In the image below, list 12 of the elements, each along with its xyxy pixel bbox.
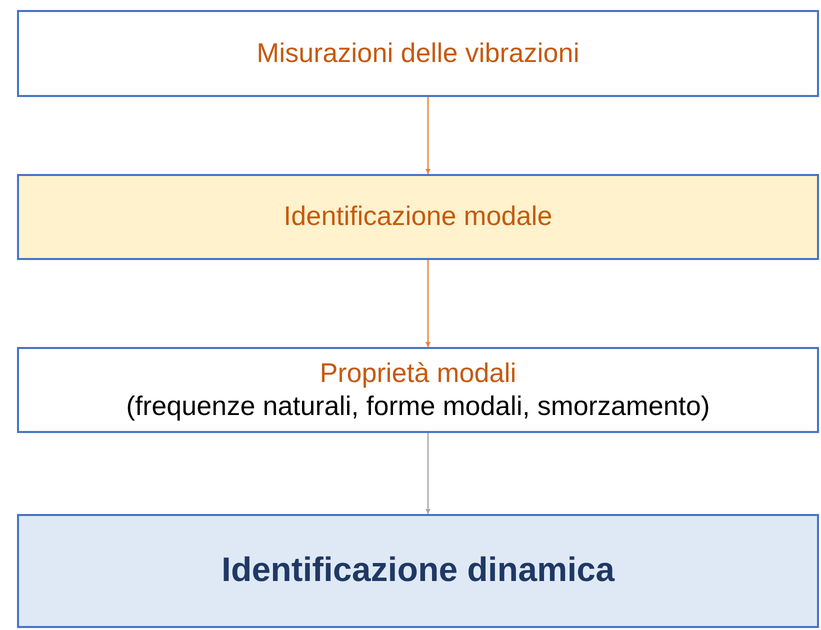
box-label: Identificazione dinamica [222,551,614,591]
arrow [425,97,431,174]
box-label: Proprietà modali [320,358,516,389]
process-box [17,514,819,628]
process-box [17,174,819,260]
process-box [17,347,819,433]
arrow [425,433,431,514]
box-label: Identificazione modale [284,201,552,233]
arrow [425,260,431,347]
box-label: Misurazioni delle vibrazioni [256,38,580,70]
process-box [17,10,819,97]
box-subtitle: (frequenze naturali, forme modali, smorzamento) [126,391,710,422]
